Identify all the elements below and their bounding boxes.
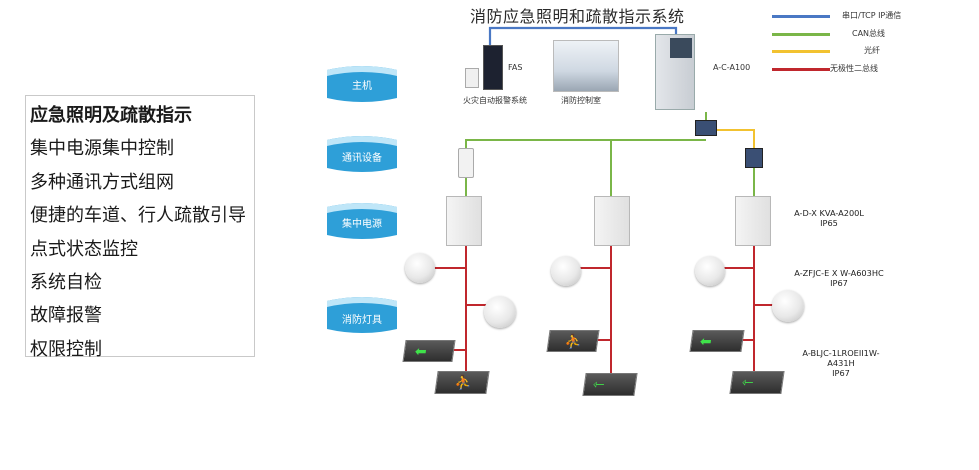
layer-ribbon (327, 297, 397, 333)
legend-line-fiber (772, 50, 830, 53)
exit-sign: ⇽ (582, 373, 638, 396)
exit-man-icon: ⛹ (563, 334, 584, 350)
switch-icon (695, 120, 717, 136)
feature-item: 点式状态监控 (30, 238, 138, 260)
host-model-label: A-C-A100 (713, 63, 751, 72)
legend-label-serial: 串口/TCP IP通信 (842, 11, 902, 20)
exit-arrow-icon: ⇽ (591, 377, 606, 393)
diagram-title: 消防应急照明和疏散指示系统 (470, 7, 685, 26)
layer-label-power: 集中电源 (342, 219, 382, 230)
fas-system-label: 火灾自动报警系统 (463, 96, 527, 105)
feature-list: 应急照明及疏散指示 集中电源集中控制 多种通讯方式组网 便捷的车道、行人疏散引导… (25, 95, 255, 360)
feature-item: 便捷的车道、行人疏散引导 (30, 205, 246, 227)
power-cabinet (735, 196, 771, 246)
feature-item: 故障报警 (30, 305, 102, 327)
control-room-photo (553, 40, 619, 92)
exit-sign: ⬅ (402, 340, 456, 362)
emergency-lamp-icon (405, 253, 435, 283)
feature-item: 权限控制 (30, 338, 102, 360)
feature-item: 系统自检 (30, 272, 102, 294)
layer-label-comm: 通讯设备 (342, 153, 382, 164)
host-screen-icon (670, 38, 692, 58)
layer-ribbon (327, 203, 397, 239)
bus-branch (428, 267, 500, 380)
legend-line-bus (772, 68, 830, 71)
layer-label-lamps: 消防灯具 (342, 315, 382, 326)
feature-item: 应急照明及疏散指示 (30, 105, 192, 126)
fiber-converter-icon (745, 148, 763, 168)
emergency-lamp-icon (551, 256, 581, 286)
emergency-lamp-icon (695, 256, 725, 286)
fiber-line (716, 129, 755, 150)
exit-sign: ⛹ (546, 330, 600, 352)
legend-line-can (772, 33, 830, 36)
feature-item: 多种通讯方式组网 (30, 171, 174, 193)
legend-line-serial (772, 15, 830, 18)
exit-sign: ⇽ (729, 371, 785, 394)
legend-label-bus: 无极性二总线 (830, 64, 878, 73)
exit-arrow-icon: ⇽ (740, 375, 755, 391)
layer-ribbon (327, 66, 397, 102)
can-bus-line (465, 139, 706, 178)
power-cabinet (594, 196, 630, 246)
fas-panel-icon (465, 68, 479, 88)
emergency-lamp-icon (484, 296, 516, 328)
power-cabinet (446, 196, 482, 246)
exit-man-icon: ⛹ (453, 375, 474, 391)
legend-label-fiber: 光纤 (864, 46, 880, 55)
exit-sign: ⬅ (689, 330, 745, 352)
emergency-lamp-icon (772, 290, 804, 322)
layer-ribbon (327, 136, 397, 172)
comm-module-icon (458, 148, 474, 178)
control-room-label: 消防控制室 (561, 96, 601, 105)
exit-sign: ⛹ (434, 371, 490, 394)
exit-arrow-icon: ⬅ (698, 334, 713, 350)
layer-label-host: 主机 (352, 81, 372, 92)
feature-item: 集中电源集中控制 (30, 138, 174, 160)
fas-label: FAS (508, 63, 523, 72)
bus-branch (572, 267, 611, 341)
exit-arrow-icon: ⬅ (413, 344, 428, 360)
fas-cabinet-icon (483, 45, 503, 90)
legend-label-can: CAN总线 (852, 29, 886, 38)
